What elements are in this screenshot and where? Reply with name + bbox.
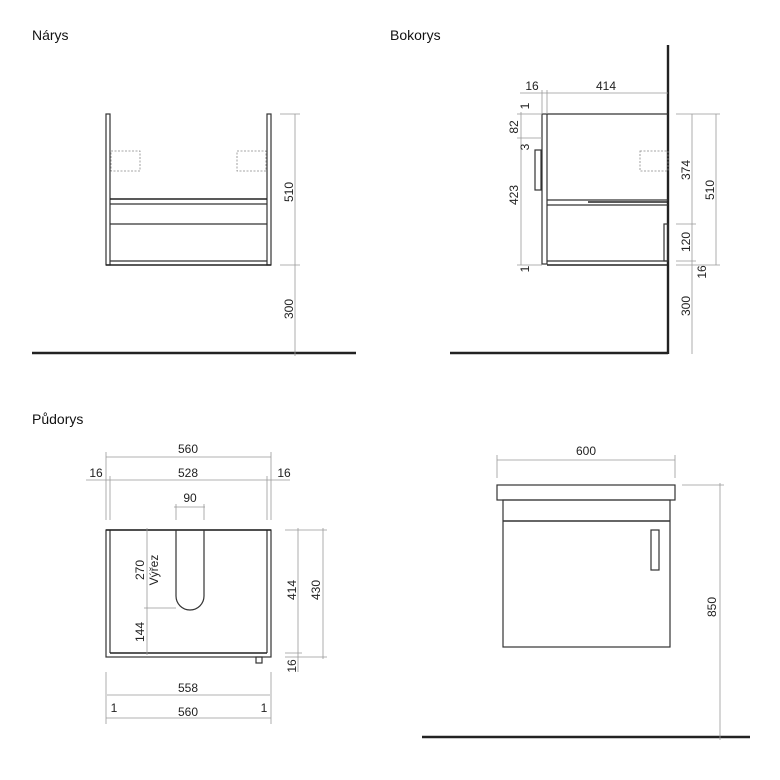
- cabinet-outline: [105, 529, 272, 658]
- dim-1: 1: [261, 701, 268, 715]
- side-view: Bokorys 16 414 1 82 3 423 1 374 120 300 …: [390, 27, 720, 355]
- dim-82: 82: [507, 120, 521, 134]
- washbasin-top: [496, 484, 676, 501]
- dim-510: 510: [703, 180, 717, 200]
- dim-16: 16: [89, 466, 103, 480]
- hidden-bracket: [110, 150, 141, 172]
- dim-560: 560: [178, 705, 198, 719]
- plan-view-title: Půdorys: [32, 411, 83, 427]
- dim-16: 16: [695, 265, 709, 279]
- dim-414: 414: [285, 580, 299, 600]
- dim-600: 600: [576, 444, 596, 458]
- dim-374: 374: [679, 160, 693, 180]
- dim-558: 558: [178, 681, 198, 695]
- dim-423: 423: [507, 185, 521, 205]
- dim-1: 1: [111, 701, 118, 715]
- cutout-label: Výřez: [147, 555, 161, 586]
- dim-1: 1: [518, 265, 532, 272]
- dim-90: 90: [183, 491, 197, 505]
- handle: [534, 149, 542, 191]
- dim-300: 300: [282, 299, 296, 319]
- dim-16: 16: [277, 466, 291, 480]
- dim-144: 144: [133, 622, 147, 642]
- right-side-panel: [266, 113, 272, 266]
- dim-560: 560: [178, 442, 198, 456]
- dim-16: 16: [525, 79, 539, 93]
- side-view-title: Bokorys: [390, 27, 441, 43]
- dim-1: 1: [518, 102, 532, 109]
- front-panel: [541, 113, 548, 265]
- front-view: Nárys 510 300: [32, 27, 356, 356]
- door-handle: [650, 529, 660, 571]
- plan-view: Půdorys 560 528 16 16 90 270 Výřez 144 4…: [32, 411, 327, 724]
- dim-414: 414: [596, 79, 616, 93]
- dim-16: 16: [285, 659, 299, 673]
- hidden-bracket: [639, 150, 669, 172]
- front-view-title: Nárys: [32, 27, 69, 43]
- dim-528: 528: [178, 466, 198, 480]
- assembly-view: 600 850: [422, 444, 750, 740]
- cutout: [175, 530, 205, 611]
- dim-3: 3: [518, 143, 532, 150]
- hidden-bracket: [236, 150, 267, 172]
- dim-510: 510: [282, 182, 296, 202]
- dim-430: 430: [309, 580, 323, 600]
- dim-270: 270: [133, 560, 147, 580]
- cabinet-body: [502, 499, 671, 648]
- dim-850: 850: [705, 597, 719, 617]
- dim-300: 300: [679, 296, 693, 316]
- left-side-panel: [105, 113, 111, 266]
- dim-120: 120: [679, 232, 693, 252]
